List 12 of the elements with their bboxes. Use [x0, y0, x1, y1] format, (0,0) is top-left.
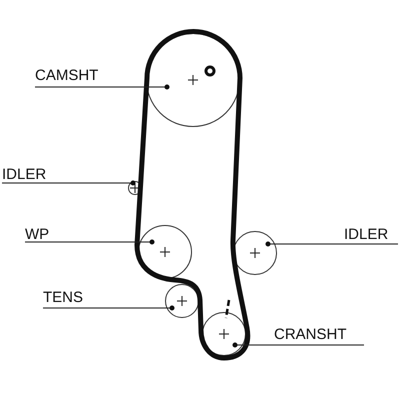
part-label: TENS [43, 289, 84, 306]
leader-line [24, 240, 154, 244]
leader-line [2, 180, 136, 186]
part-label: IDLER [2, 166, 46, 183]
leader-line [266, 242, 398, 246]
part-label: WP [25, 226, 50, 243]
part-label: CRANSHT [274, 326, 347, 343]
leader-line [42, 306, 174, 310]
leader-line [232, 342, 364, 348]
leader-line [34, 84, 170, 90]
part-label: CAMSHT [35, 67, 98, 84]
part-label: IDLER [344, 226, 388, 243]
